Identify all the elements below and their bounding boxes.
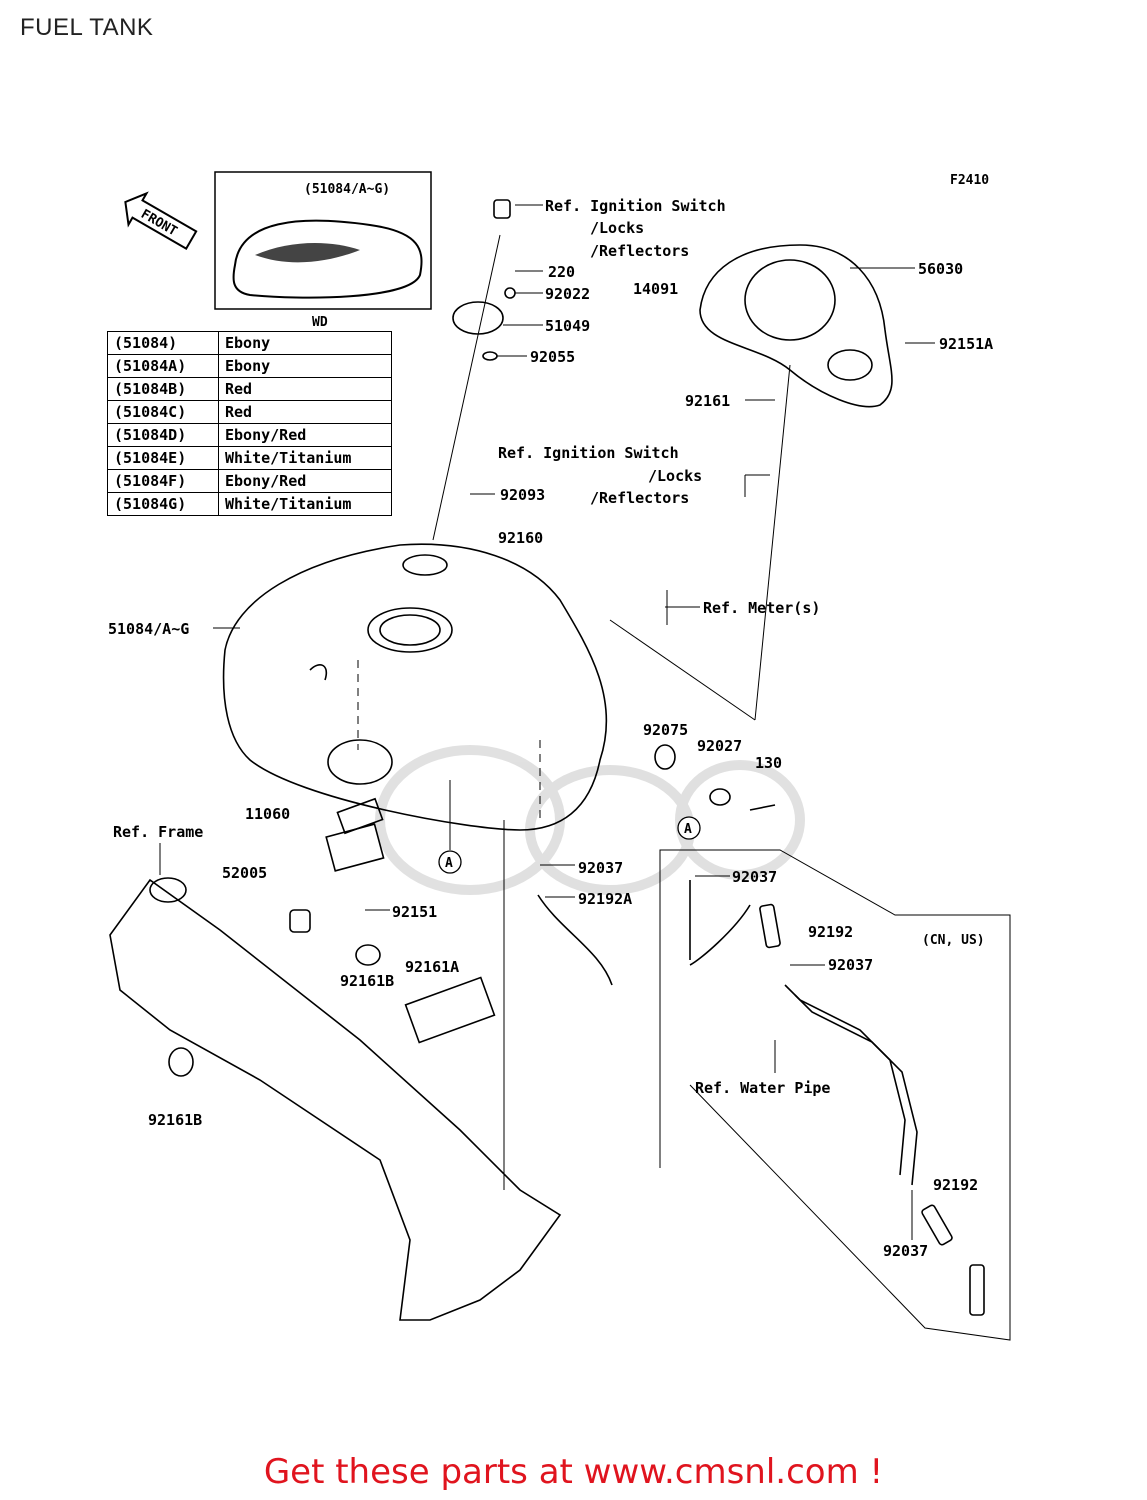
label-92192-b: 92192 <box>933 1176 978 1194</box>
color-table-row: (51084)Ebony <box>107 331 392 355</box>
label-92151a: 92151A <box>939 335 993 353</box>
label-56030: 56030 <box>918 260 963 278</box>
label-92093: 92093 <box>500 486 545 504</box>
label-92161b-b: 92161B <box>148 1111 202 1129</box>
label-92037-b: 92037 <box>732 868 777 886</box>
label-130: 130 <box>755 754 782 772</box>
fuel-tank-diagram: F2410 FRONT (51084/A~G) WD <box>108 171 1011 1341</box>
color-name-cell: Ebony <box>218 354 392 378</box>
label-92055: 92055 <box>530 348 575 366</box>
color-name-cell: Ebony/Red <box>218 469 392 493</box>
label-92192-a: 92192 <box>808 923 853 941</box>
color-table-row: (51084D)Ebony/Red <box>107 423 392 447</box>
label-ref-locks-1: /Locks <box>590 219 644 237</box>
color-table: (51084)Ebony(51084A)Ebony(51084B)Red(510… <box>107 331 392 516</box>
label-ref-water-pipe: Ref. Water Pipe <box>695 1079 830 1097</box>
inset-sub-label: WD <box>312 315 328 330</box>
color-code-cell: (51084B) <box>107 377 219 401</box>
fuel-cap-parts <box>452 199 516 361</box>
label-ref-reflectors-2: /Reflectors <box>590 489 689 507</box>
color-code-cell: (51084A) <box>107 354 219 378</box>
label-ref-locks-2: /Locks <box>648 467 702 485</box>
fuel-pump <box>289 797 385 933</box>
part-labels: Ref. Ignition Switch /Locks /Reflectors … <box>108 197 993 1260</box>
label-220: 220 <box>548 263 575 281</box>
marker-a-2: A <box>677 816 701 840</box>
frame <box>109 877 562 1321</box>
color-table-row: (51084A)Ebony <box>107 354 392 378</box>
page-title: FUEL TANK <box>20 14 154 41</box>
color-code-cell: (51084C) <box>107 400 219 424</box>
color-code-cell: (51084G) <box>107 492 219 516</box>
label-92160: 92160 <box>498 529 543 547</box>
label-92022: 92022 <box>545 285 590 303</box>
inset-caption: (51084/A~G) <box>304 182 390 197</box>
label-92161a: 92161A <box>405 958 459 976</box>
marker-a-1: A <box>438 850 462 874</box>
svg-text:A: A <box>684 822 692 837</box>
front-arrow-icon: FRONT <box>124 191 198 251</box>
label-51084ag: 51084/A~G <box>108 620 189 638</box>
label-92151: 92151 <box>392 903 437 921</box>
color-code-cell: (51084F) <box>107 469 219 493</box>
color-name-cell: Ebony/Red <box>218 423 392 447</box>
color-name-cell: White/Titanium <box>218 492 392 516</box>
label-ref-frame: Ref. Frame <box>113 823 203 841</box>
label-92037-d: 92037 <box>883 1242 928 1260</box>
label-52005: 52005 <box>222 864 267 882</box>
leader-lines <box>159 204 1011 1341</box>
footer-link[interactable]: Get these parts at www.cmsnl.com ! <box>263 1452 884 1492</box>
inset-box: (51084/A~G) WD <box>214 171 432 330</box>
color-name-cell: Ebony <box>218 331 392 355</box>
label-92027: 92027 <box>697 737 742 755</box>
label-11060: 11060 <box>245 805 290 823</box>
color-table-row: (51084E)White/Titanium <box>107 446 392 470</box>
color-code-cell: (51084E) <box>107 446 219 470</box>
figure-code: F2410 <box>950 173 989 188</box>
color-code-cell: (51084) <box>107 331 219 355</box>
label-14091: 14091 <box>633 280 678 298</box>
label-51049: 51049 <box>545 317 590 335</box>
svg-text:A: A <box>445 856 453 871</box>
label-ref-ignition-2: Ref. Ignition Switch <box>498 444 679 462</box>
label-ref-reflectors-1: /Reflectors <box>590 242 689 260</box>
color-name-cell: White/Titanium <box>218 446 392 470</box>
color-name-cell: Red <box>218 377 392 401</box>
label-92037-a: 92037 <box>578 859 623 877</box>
label-92037-c: 92037 <box>828 956 873 974</box>
label-ref-ignition-1: Ref. Ignition Switch <box>545 197 726 215</box>
label-92075: 92075 <box>643 721 688 739</box>
color-table-row: (51084F)Ebony/Red <box>107 469 392 493</box>
label-92161: 92161 <box>685 392 730 410</box>
fuel-tank-body <box>222 543 608 831</box>
label-ref-meter: Ref. Meter(s) <box>703 599 820 617</box>
color-table-row: (51084B)Red <box>107 377 392 401</box>
gauge-cover <box>699 244 893 408</box>
label-cn-us: (CN, US) <box>922 933 985 948</box>
color-name-cell: Red <box>218 400 392 424</box>
hoses <box>537 744 985 1316</box>
color-code-cell: (51084D) <box>107 423 219 447</box>
color-table-row: (51084G)White/Titanium <box>107 492 392 516</box>
color-table-row: (51084C)Red <box>107 400 392 424</box>
label-92161b-a: 92161B <box>340 972 394 990</box>
label-92192a: 92192A <box>578 890 632 908</box>
